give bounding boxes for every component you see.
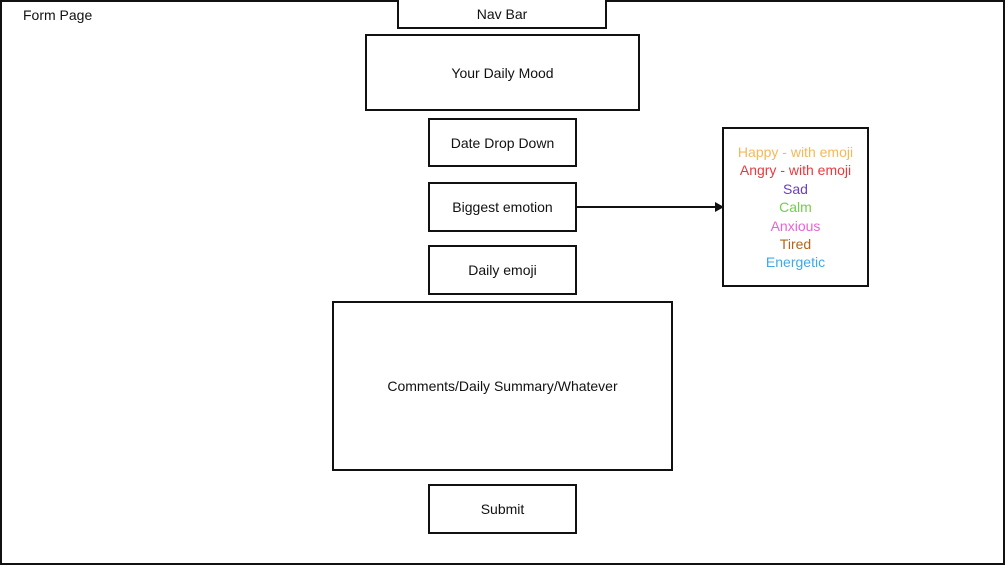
biggest-emotion-field[interactable]: Biggest emotion xyxy=(428,182,577,232)
comments-label: Comments/Daily Summary/Whatever xyxy=(387,378,618,394)
submit-label: Submit xyxy=(480,501,525,517)
emotion-option-happy[interactable]: Happy - with emoji xyxy=(737,144,854,160)
emotion-option-angry[interactable]: Angry - with emoji xyxy=(739,162,852,179)
date-dropdown[interactable]: Date Drop Down xyxy=(428,118,577,167)
daily-emoji-label: Daily emoji xyxy=(468,262,537,278)
biggest-emotion-label: Biggest emotion xyxy=(452,199,553,215)
emotion-option-calm[interactable]: Calm xyxy=(779,199,812,216)
nav-bar[interactable]: Nav Bar xyxy=(397,0,607,29)
emotion-option-anxious[interactable]: Anxious xyxy=(770,217,821,234)
submit-button[interactable]: Submit xyxy=(428,484,577,534)
connector-arrow xyxy=(577,202,724,212)
daily-mood-title-box: Your Daily Mood xyxy=(365,34,640,111)
nav-bar-label: Nav Bar xyxy=(476,5,528,22)
page-label: Form Page xyxy=(23,7,93,23)
emotion-option-tired[interactable]: Tired xyxy=(779,236,812,253)
emotion-option-sad[interactable]: Sad xyxy=(783,180,808,197)
daily-emoji-field[interactable]: Daily emoji xyxy=(428,245,577,295)
page-title: Your Daily Mood xyxy=(451,64,554,81)
emotion-option-energetic[interactable]: Energetic xyxy=(765,254,826,271)
date-dropdown-label: Date Drop Down xyxy=(450,134,555,151)
comments-textarea[interactable]: Comments/Daily Summary/Whatever xyxy=(332,301,673,471)
emotion-options-list: Happy - with emoji Angry - with emoji Sa… xyxy=(722,127,869,287)
